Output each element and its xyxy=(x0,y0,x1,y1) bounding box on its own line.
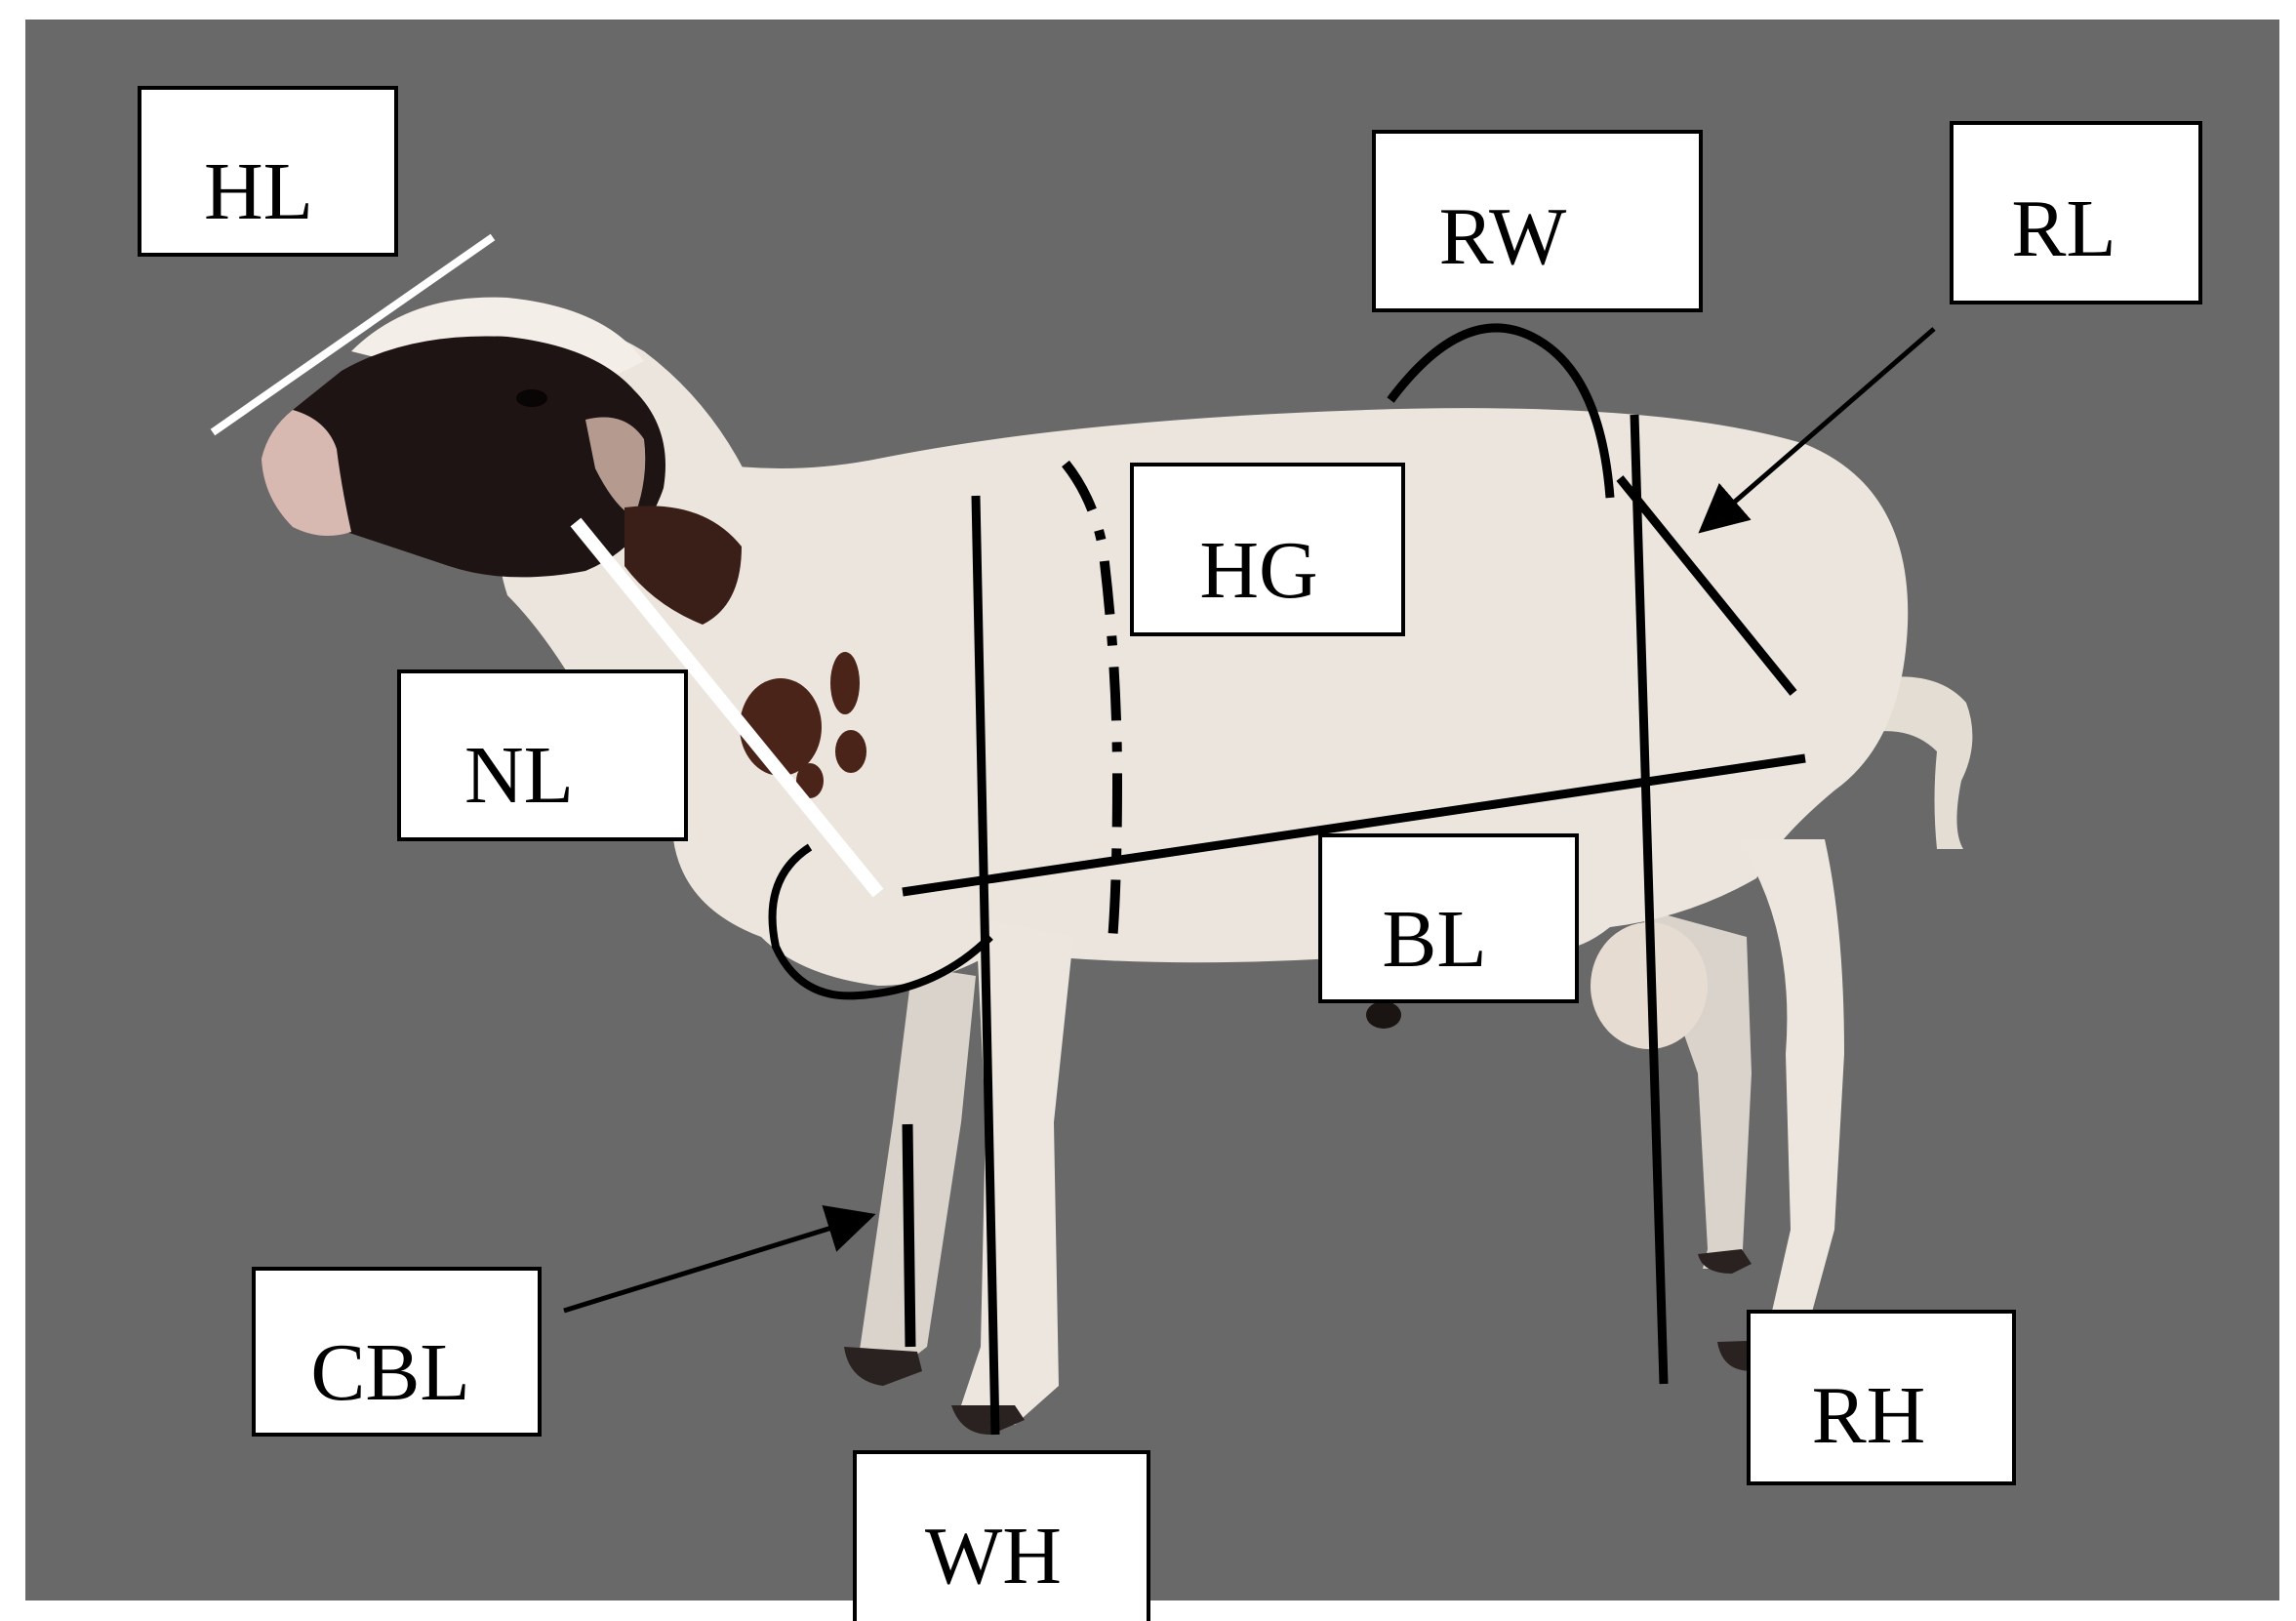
rl-line xyxy=(1616,475,1797,696)
sheep-spot-3 xyxy=(835,730,866,773)
rw-arc xyxy=(1387,323,1615,499)
label-text-hg: HG xyxy=(1199,525,1317,616)
label-text-rh: RH xyxy=(1812,1370,1926,1461)
label-text-rw: RW xyxy=(1439,191,1567,282)
cbl-arrow xyxy=(563,1204,876,1314)
sheep-neck-patch xyxy=(624,506,742,625)
label-box-hl xyxy=(138,86,398,257)
sheep-spot-1 xyxy=(830,652,860,714)
label-cbl: CBL xyxy=(252,1267,542,1437)
nl-line xyxy=(570,517,884,898)
label-box-wh xyxy=(853,1450,1150,1621)
sheep-hoof-2 xyxy=(951,1405,1025,1435)
sheep-near-hindleg xyxy=(1737,839,1844,1337)
label-box-rw xyxy=(1372,130,1703,312)
sheep-eye xyxy=(516,389,547,407)
sheep-far-hindleg xyxy=(1639,908,1752,1269)
label-bl: BL xyxy=(1318,833,1579,1003)
label-box-rh xyxy=(1747,1310,2016,1485)
label-text-wh: WH xyxy=(925,1511,1062,1601)
label-rw: RW xyxy=(1372,130,1703,312)
sheep-head xyxy=(272,336,665,578)
label-box-bl xyxy=(1318,833,1579,1003)
sheep-hoof-1 xyxy=(844,1347,922,1386)
label-rl: RL xyxy=(1950,121,2202,304)
label-box-nl xyxy=(397,669,688,841)
wh-line xyxy=(971,495,1000,1436)
sheep-belly-spot xyxy=(1366,1001,1401,1029)
rl-arrow xyxy=(1698,327,1936,534)
chest-curve xyxy=(768,843,993,1000)
label-text-nl: NL xyxy=(464,730,574,821)
sheep-hoof-3 xyxy=(1698,1249,1752,1274)
label-hg: HG xyxy=(1130,463,1405,636)
label-hl: HL xyxy=(138,86,398,257)
sheep-ear xyxy=(585,417,646,517)
sheep-spot-2 xyxy=(740,678,822,776)
label-box-rl xyxy=(1950,121,2202,304)
sheep-far-foreleg xyxy=(859,966,976,1381)
label-box-hg xyxy=(1130,463,1405,636)
label-wh: WH xyxy=(853,1450,1150,1621)
label-rh: RH xyxy=(1747,1310,2016,1485)
bl-line xyxy=(902,753,1806,897)
label-box-cbl xyxy=(252,1267,542,1437)
hl-line xyxy=(210,233,496,436)
label-nl: NL xyxy=(397,669,688,841)
measurement-lines xyxy=(210,233,1936,1436)
sheep-spot-4 xyxy=(796,763,824,798)
label-text-cbl: CBL xyxy=(310,1327,469,1418)
sheep-muzzle xyxy=(262,410,351,536)
label-text-rl: RL xyxy=(2011,183,2115,274)
label-text-hl: HL xyxy=(204,146,313,237)
hg-line xyxy=(1062,460,1123,943)
cbl-line xyxy=(902,1123,916,1348)
rh-line xyxy=(1630,414,1669,1385)
label-text-bl: BL xyxy=(1382,894,1486,985)
